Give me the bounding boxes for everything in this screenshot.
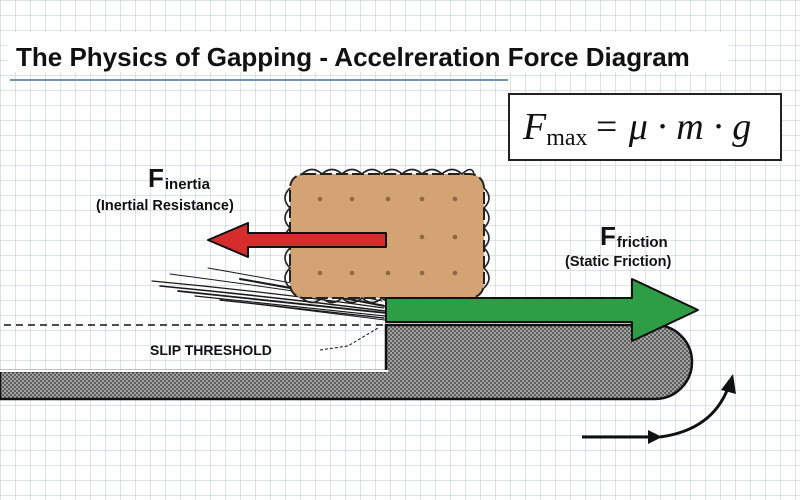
slip-leader-line [319,327,379,351]
title-backdrop [8,32,728,72]
page-title: The Physics of Gapping - Accelreration F… [16,42,690,72]
belt-motion-arrow [582,374,736,444]
formula-box: Fmax= μ · m · g [508,93,782,161]
friction-label: Ffriction [600,221,668,251]
formula-text: Fmax= μ · m · g [522,106,751,151]
inertia-label: Finertia [148,163,211,193]
inertia-arrow [207,222,387,258]
slip-threshold-label: SLIP THRESHOLD [150,342,272,358]
friction-arrow [385,278,699,342]
friction-description: (Static Friction) [565,254,672,270]
inertia-description: (Inertial Resistance) [96,198,234,214]
